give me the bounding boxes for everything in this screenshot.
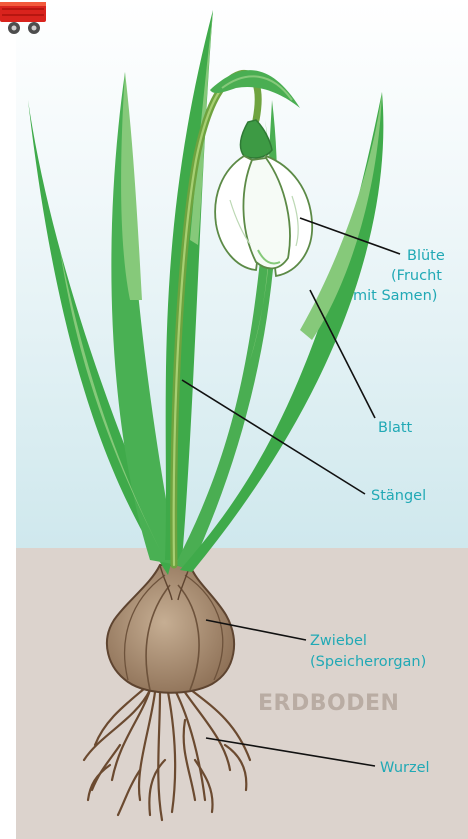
label-frucht: (Frucht: [391, 268, 442, 284]
label-bluete: Blüte: [407, 248, 445, 264]
label-speicherorgan: (Speicherorgan): [310, 654, 426, 670]
label-zwiebel: Zwiebel: [310, 633, 367, 649]
soil-background: [16, 548, 468, 839]
left-margin: [0, 0, 16, 839]
label-blatt: Blatt: [378, 420, 413, 436]
label-samen: mit Samen): [353, 288, 437, 304]
soil-label: ERDBODEN: [258, 691, 399, 716]
label-staengel: Stängel: [371, 488, 426, 504]
label-wurzel: Wurzel: [380, 760, 430, 776]
